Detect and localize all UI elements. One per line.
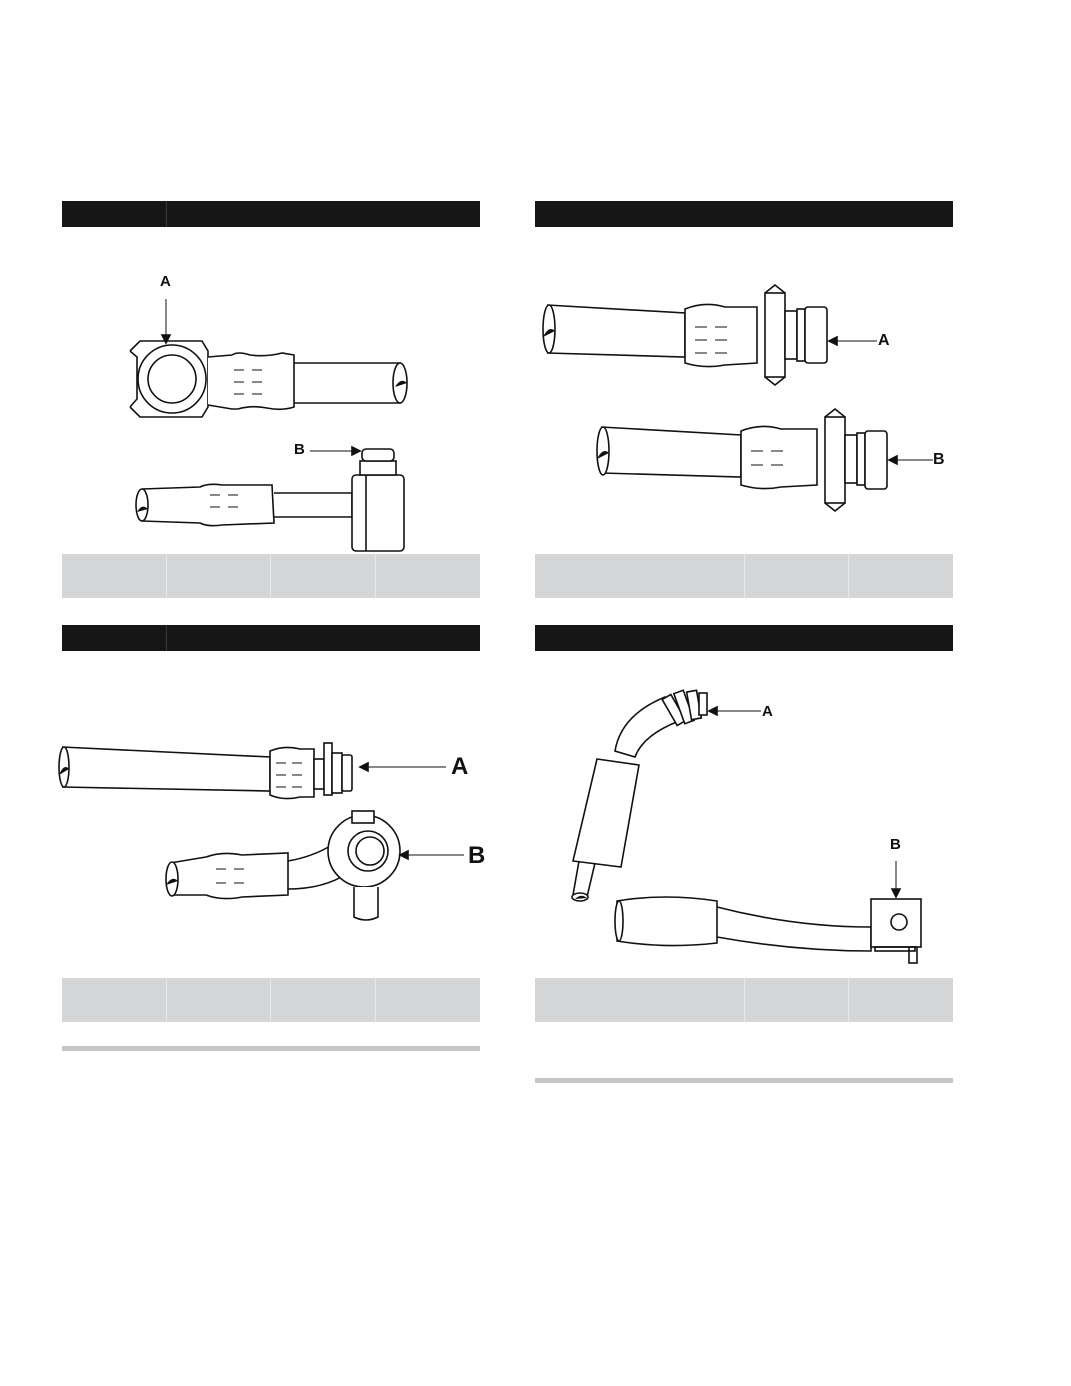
callout-label-a: A — [160, 273, 171, 290]
section-end-rule — [535, 1078, 953, 1083]
callout-label-a: A — [878, 332, 890, 349]
fitting-illustration: A B — [535, 227, 953, 555]
panel-header-bar — [62, 625, 480, 651]
fitting-panel-top-left: A B — [62, 201, 480, 601]
spec-row — [62, 554, 480, 598]
fitting-illustration: A B — [58, 651, 485, 979]
callout-label-b: B — [933, 451, 945, 468]
fitting-panel-top-right: A B — [535, 201, 953, 601]
callout-label-a: A — [762, 703, 773, 720]
spec-row — [62, 978, 480, 1022]
callout-label-b: B — [890, 836, 901, 853]
panel-header-bar — [535, 625, 953, 651]
callout-label-a: A — [451, 753, 469, 780]
fitting-panel-bottom-right: A B — [535, 625, 953, 1085]
section-end-rule — [62, 1046, 480, 1051]
straight-and-banjo-fitting-drawing — [58, 742, 464, 921]
angled-and-block-fitting-drawing — [571, 689, 922, 964]
bubble-flare-fitting-drawing — [542, 283, 933, 513]
spec-row — [535, 978, 953, 1022]
panel-header-bar — [62, 201, 480, 227]
fitting-illustration: A B — [535, 651, 953, 979]
fitting-panel-bottom-left: A B — [58, 625, 485, 1051]
callout-label-b: B — [294, 441, 305, 458]
panel-header-bar — [535, 201, 953, 227]
fitting-illustration: A B — [62, 227, 480, 555]
callout-label-b: B — [468, 842, 486, 869]
spec-row — [535, 554, 953, 598]
banjo-fitting-drawing — [129, 299, 408, 552]
